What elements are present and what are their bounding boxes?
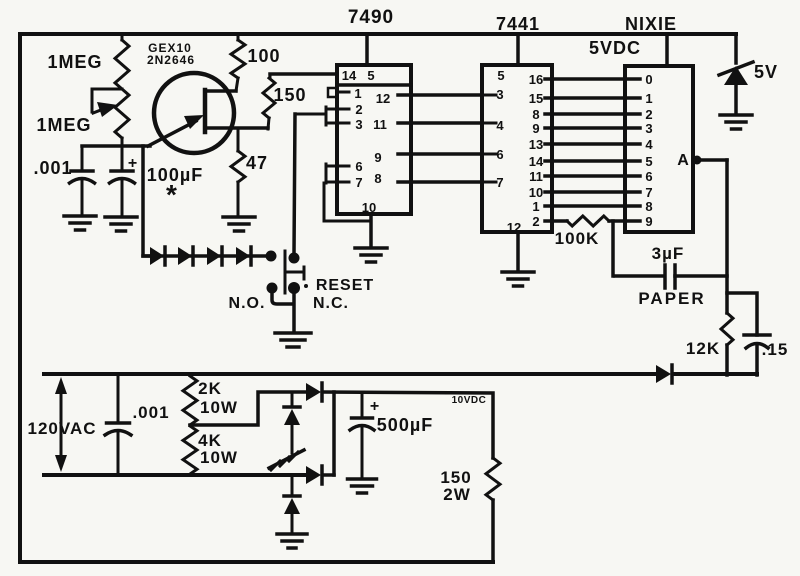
svg-text:3: 3 [645,121,652,136]
svg-text:N.C.: N.C. [313,295,349,312]
svg-text:3: 3 [496,87,503,102]
svg-text:3µF: 3µF [652,244,685,263]
svg-text:6: 6 [355,159,362,174]
svg-text:1: 1 [354,86,361,101]
svg-text:1MEG: 1MEG [36,115,91,135]
svg-text:9: 9 [645,214,652,229]
svg-text:12: 12 [376,91,390,106]
svg-text:100: 100 [247,46,280,66]
svg-text:9: 9 [374,150,381,165]
svg-text:2: 2 [645,107,652,122]
svg-text:7: 7 [496,175,503,190]
svg-text:10: 10 [529,185,543,200]
svg-text:1: 1 [532,199,539,214]
svg-text:5: 5 [367,68,374,83]
svg-text:5: 5 [645,154,652,169]
svg-text:120VAC: 120VAC [28,419,97,438]
svg-text:5VDC: 5VDC [589,38,641,58]
svg-text:13: 13 [529,137,543,152]
svg-text:7441: 7441 [496,14,540,34]
svg-text:2K: 2K [198,379,222,398]
svg-text:7: 7 [355,175,362,190]
svg-text:10: 10 [362,200,376,215]
svg-text:4: 4 [496,118,504,133]
svg-text:2: 2 [355,102,362,117]
svg-text:3: 3 [355,117,362,132]
svg-text:1: 1 [645,91,652,106]
svg-text:47: 47 [246,153,268,173]
svg-text:2W: 2W [443,485,471,504]
svg-text:1MEG: 1MEG [47,52,102,72]
svg-text:14: 14 [342,68,357,83]
svg-text:A: A [677,152,689,169]
svg-text:11: 11 [373,117,387,132]
svg-text:+: + [370,398,380,415]
svg-text:+: + [128,155,138,172]
svg-text:2N2646: 2N2646 [147,53,195,67]
svg-text:150: 150 [273,85,306,105]
svg-text:RESET: RESET [316,277,374,294]
svg-text:6: 6 [645,169,652,184]
svg-text:.001: .001 [33,158,72,178]
svg-text:10W: 10W [200,398,238,417]
svg-text:PAPER: PAPER [638,289,705,308]
svg-text:8: 8 [532,107,539,122]
svg-text:14: 14 [529,154,544,169]
svg-text:.001: .001 [132,403,169,422]
svg-text:4: 4 [645,137,653,152]
svg-text:8: 8 [374,171,381,186]
svg-text:16: 16 [529,72,543,87]
svg-text:GEX10: GEX10 [148,41,192,55]
svg-text:4K: 4K [198,431,222,450]
svg-text:100K: 100K [555,229,600,248]
svg-text:100µF: 100µF [147,165,203,185]
svg-text:*: * [166,179,178,210]
svg-text:0: 0 [645,72,652,87]
svg-text:500µF: 500µF [377,415,433,435]
svg-text:5: 5 [497,68,504,83]
svg-text:NIXIE: NIXIE [625,14,677,34]
svg-text:.15: .15 [762,340,789,359]
svg-text:15: 15 [529,91,543,106]
svg-text:9: 9 [532,121,539,136]
svg-text:10VDC: 10VDC [452,395,487,406]
svg-text:11: 11 [529,169,543,184]
svg-text:12: 12 [507,220,521,235]
svg-text:2: 2 [532,214,539,229]
svg-text:8: 8 [645,199,652,214]
svg-text:10W: 10W [200,448,238,467]
svg-text:5V: 5V [754,62,778,82]
svg-text:7490: 7490 [348,7,394,28]
svg-text:150: 150 [440,468,471,487]
svg-text:6: 6 [496,147,503,162]
svg-text:N.O.: N.O. [229,295,266,312]
svg-text:7: 7 [645,185,652,200]
svg-text:12K: 12K [686,339,720,358]
